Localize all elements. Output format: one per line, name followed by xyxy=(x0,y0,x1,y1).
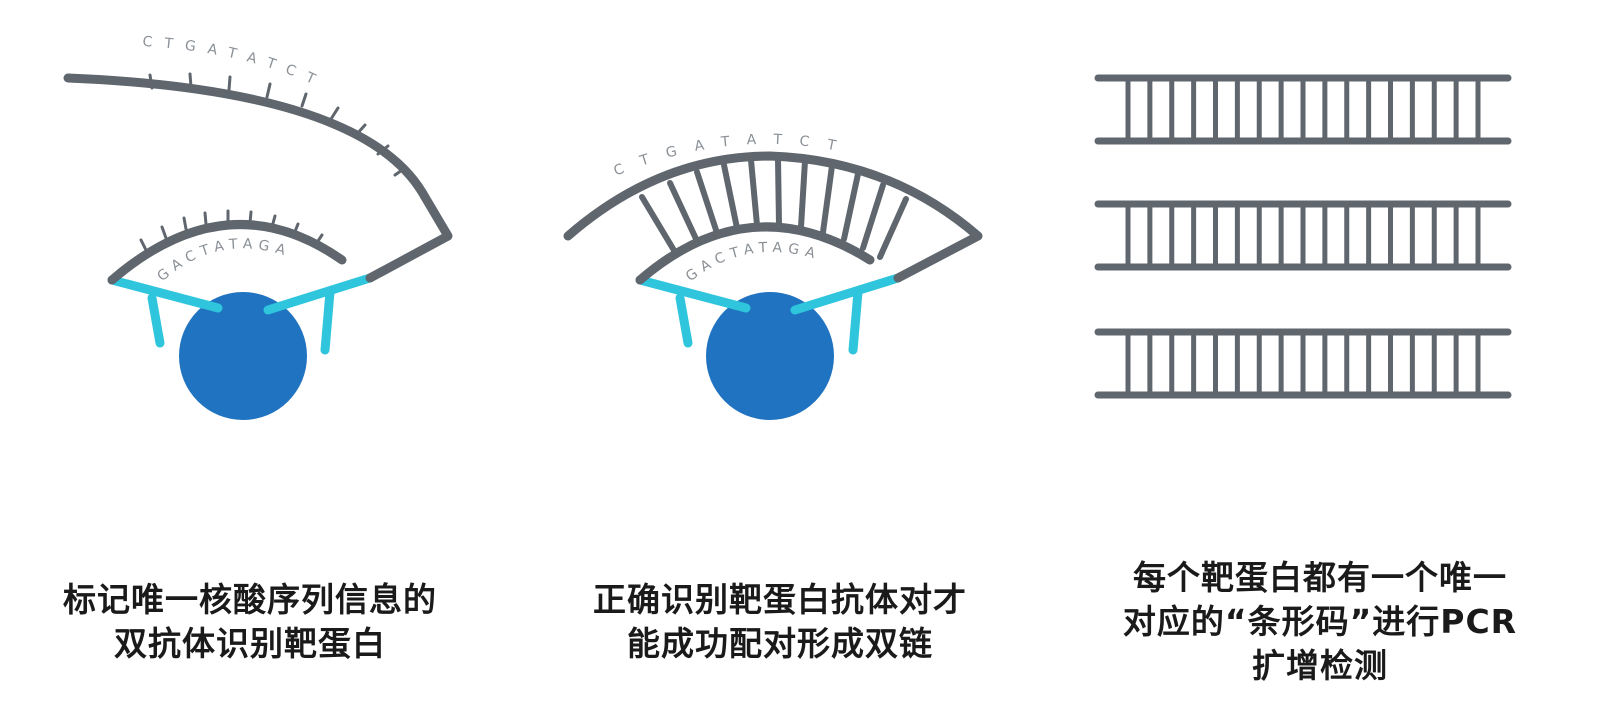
antibody-left-1 xyxy=(107,275,223,348)
antibody-left-2 xyxy=(635,275,751,348)
panel-barcodes xyxy=(1094,74,1512,399)
caption-line: 正确识别靶蛋白抗体对才 xyxy=(593,580,967,619)
outer-dna-strand-1 xyxy=(63,73,453,283)
caption-line: 能成功配对形成双链 xyxy=(627,624,933,663)
antibody-right-1 xyxy=(263,273,375,355)
caption-line: 对应的“条形码”进行PCR xyxy=(1122,602,1518,641)
panel-unpaired: GACTATAGA CTGATATCT xyxy=(63,34,453,420)
inner-dna-strand-2 xyxy=(635,222,875,285)
barcode-ladders xyxy=(1094,74,1512,399)
outer-dna-strand-2 xyxy=(563,151,983,283)
inner-strand-sequence-2: GACTATAGA xyxy=(683,240,823,285)
base-pair-rungs xyxy=(639,156,909,260)
barcode-ladder xyxy=(1094,328,1512,399)
target-protein-1 xyxy=(179,292,307,420)
target-protein-2 xyxy=(706,292,834,420)
caption-line: 双抗体识别靶蛋白 xyxy=(114,624,386,663)
caption-panel-3: 每个靶蛋白都有一个唯一 对应的“条形码”进行PCR 扩增检测 xyxy=(1090,556,1550,688)
caption-line: 每个靶蛋白都有一个唯一 xyxy=(1133,558,1507,597)
inner-dna-strand-1 xyxy=(107,220,347,285)
panel-paired: CTGATATCT GACTATAGA xyxy=(563,132,983,420)
barcode-ladder xyxy=(1094,200,1512,271)
caption-line: 扩增检测 xyxy=(1252,646,1388,685)
caption-panel-1: 标记唯一核酸序列信息的 双抗体识别靶蛋白 xyxy=(30,578,470,666)
antibody-right-2 xyxy=(790,273,903,355)
outer-strand-ticks-1 xyxy=(148,72,407,177)
inner-strand-ticks-1 xyxy=(139,209,324,252)
caption-panel-2: 正确识别靶蛋白抗体对才 能成功配对形成双链 xyxy=(560,578,1000,666)
caption-line: 标记唯一核酸序列信息的 xyxy=(63,580,437,619)
barcode-ladder xyxy=(1094,74,1512,145)
